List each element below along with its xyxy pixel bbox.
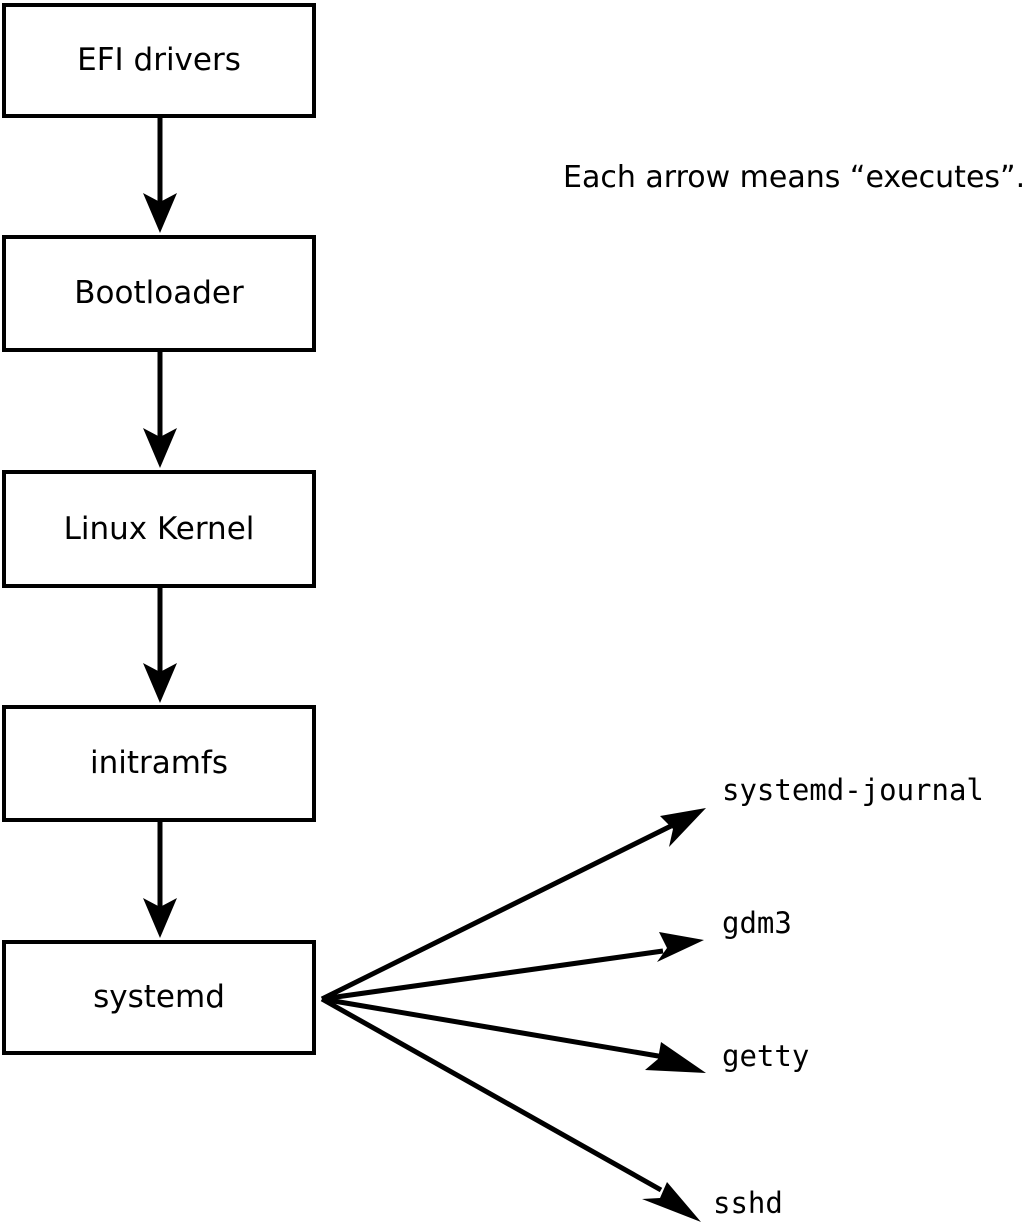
node-initramfs-label: initramfs (89, 745, 229, 781)
node-systemd-label: systemd (93, 979, 225, 1015)
node-linux-kernel: Linux Kernel (2, 470, 316, 588)
leaf-label-systemd-journal: systemd-journal (722, 773, 984, 807)
leaf-label-sshd: sshd (713, 1186, 783, 1220)
node-linux-kernel-label: Linux Kernel (63, 510, 255, 547)
leaf-label-getty: getty (722, 1039, 810, 1073)
node-initramfs: initramfs (2, 705, 316, 822)
arrow-systemd-to-sshd (320, 996, 701, 1222)
arrow-systemd-to-systemd-journal (320, 808, 706, 1002)
arrow-linux-kernel-to-initramfs (143, 588, 177, 703)
node-systemd: systemd (2, 940, 316, 1055)
arrow-bootloader-to-linux-kernel (143, 352, 177, 468)
leaf-label-gdm3: gdm3 (722, 906, 792, 940)
node-efi-drivers-label: EFI drivers (77, 42, 241, 78)
arrow-efi-drivers-to-bootloader (143, 118, 177, 233)
caption-executes: Each arrow means “executes”. (563, 160, 1023, 195)
node-bootloader-label: Bootloader (74, 275, 244, 311)
arrow-systemd-to-gdm3 (321, 932, 704, 1002)
node-efi-drivers: EFI drivers (2, 3, 316, 118)
arrow-initramfs-to-systemd (143, 822, 177, 938)
arrow-systemd-to-getty (321, 996, 706, 1073)
node-bootloader: Bootloader (2, 235, 316, 352)
